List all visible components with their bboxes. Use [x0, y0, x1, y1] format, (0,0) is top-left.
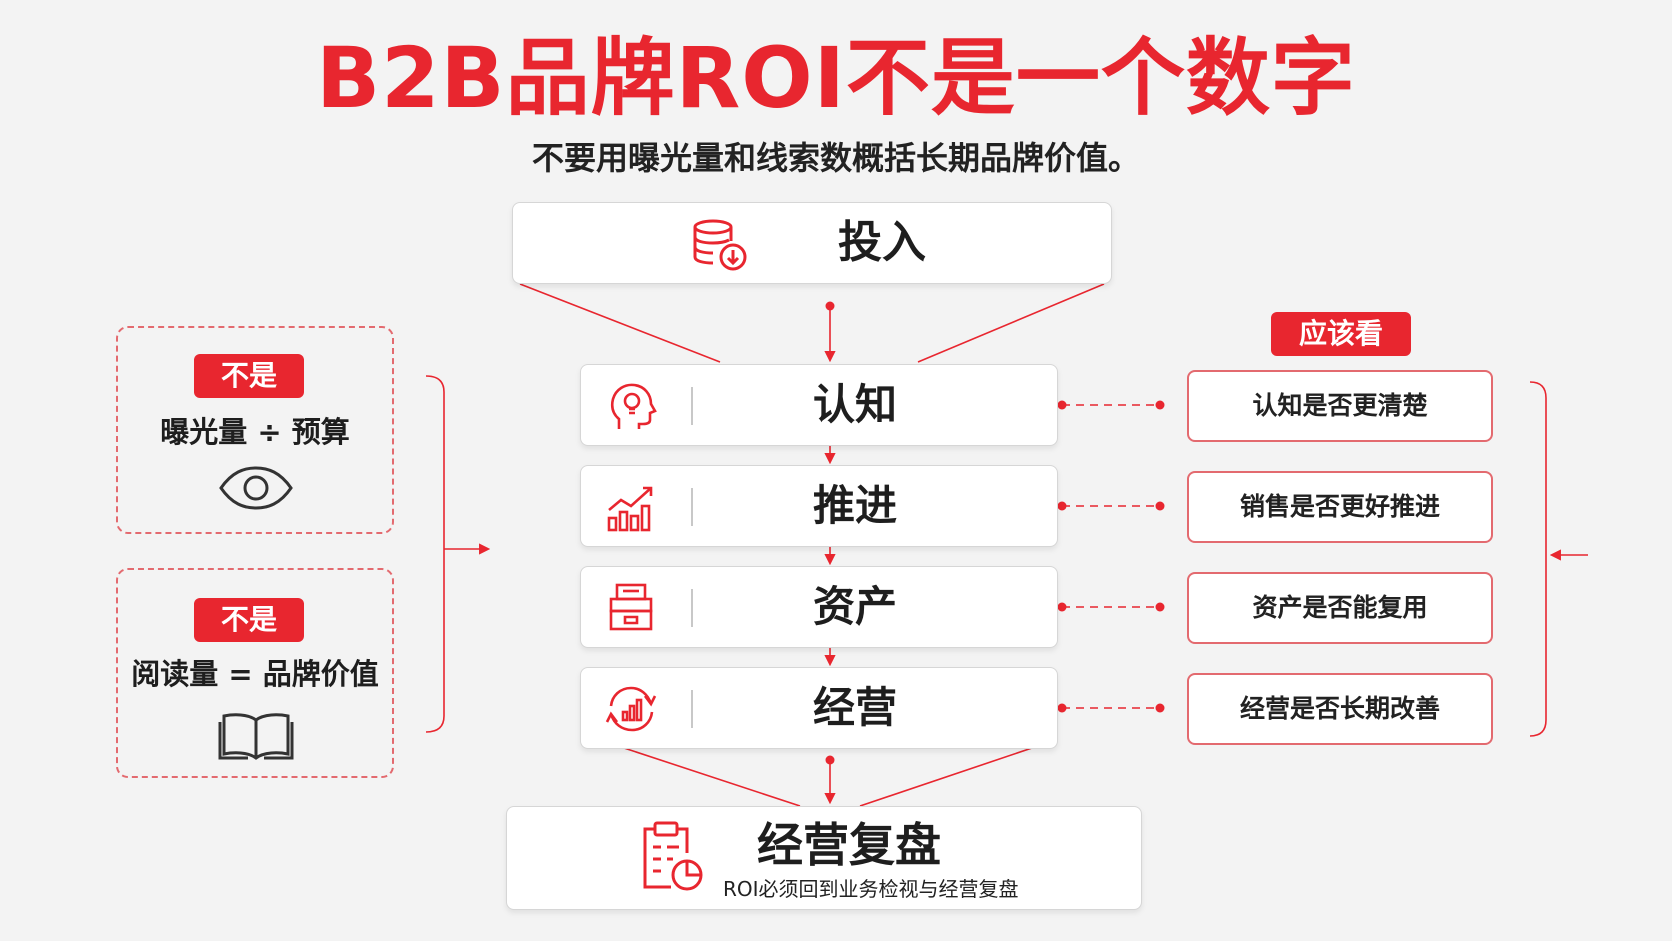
not-box-exposure: 不是 曝光量 ÷ 预算 [116, 326, 394, 534]
should-item: 销售是否更好推进 [1187, 471, 1493, 543]
review-label: 经营复盘 [757, 818, 941, 872]
review-subtitle: ROI必须回到业务检视与经营复盘 [723, 877, 1019, 901]
step-separator [691, 690, 693, 728]
not-text: 阅读量 = 品牌价值 [131, 657, 379, 691]
database-download-icon [689, 217, 749, 273]
step-advance: 推进 [580, 465, 1058, 547]
funnel-line-left-top [519, 283, 721, 363]
input-label: 投入 [838, 217, 926, 268]
step-awareness: 认知 [580, 364, 1058, 446]
not-badge: 不是 [194, 598, 304, 642]
dot-bottom [825, 755, 835, 765]
step-label: 认知 [812, 380, 897, 429]
page-title: B2B品牌ROI不是一个数字 [316, 29, 1356, 127]
step-label: 推进 [812, 481, 897, 530]
should-look-badge: 应该看 [1271, 312, 1411, 356]
open-book-icon [218, 710, 294, 764]
page-subtitle: 不要用曝光量和线索数概括长期品牌价值。 [531, 139, 1140, 177]
step-separator [691, 387, 693, 425]
review-card: 经营复盘 ROI必须回到业务检视与经营复盘 [506, 806, 1142, 910]
should-item: 资产是否能复用 [1187, 572, 1493, 644]
step-label: 经营 [812, 683, 897, 732]
step-operation: 经营 [580, 667, 1058, 749]
funnel-line-left-bottom [623, 747, 801, 807]
dot-top [825, 301, 835, 311]
clipboard-report-icon [637, 821, 707, 893]
funnel-line-right-bottom [859, 747, 1033, 807]
step-label: 资产 [812, 582, 897, 631]
input-card: 投入 [512, 202, 1112, 284]
eye-icon [218, 464, 294, 516]
step-asset: 资产 [580, 566, 1058, 648]
not-box-reading: 不是 阅读量 = 品牌价值 [116, 568, 394, 778]
not-text: 曝光量 ÷ 预算 [160, 415, 350, 449]
should-item: 经营是否长期改善 [1187, 673, 1493, 745]
left-bracket [425, 375, 445, 733]
should-item: 认知是否更清楚 [1187, 370, 1493, 442]
archive-box-icon [605, 581, 659, 635]
cycle-chart-icon [605, 682, 659, 736]
funnel-line-right-top [917, 283, 1105, 363]
step-separator [691, 488, 693, 526]
growth-chart-icon [605, 480, 659, 534]
step-separator [691, 589, 693, 627]
head-lightbulb-icon [605, 379, 659, 433]
right-bracket [1529, 381, 1547, 737]
not-badge: 不是 [194, 354, 304, 398]
